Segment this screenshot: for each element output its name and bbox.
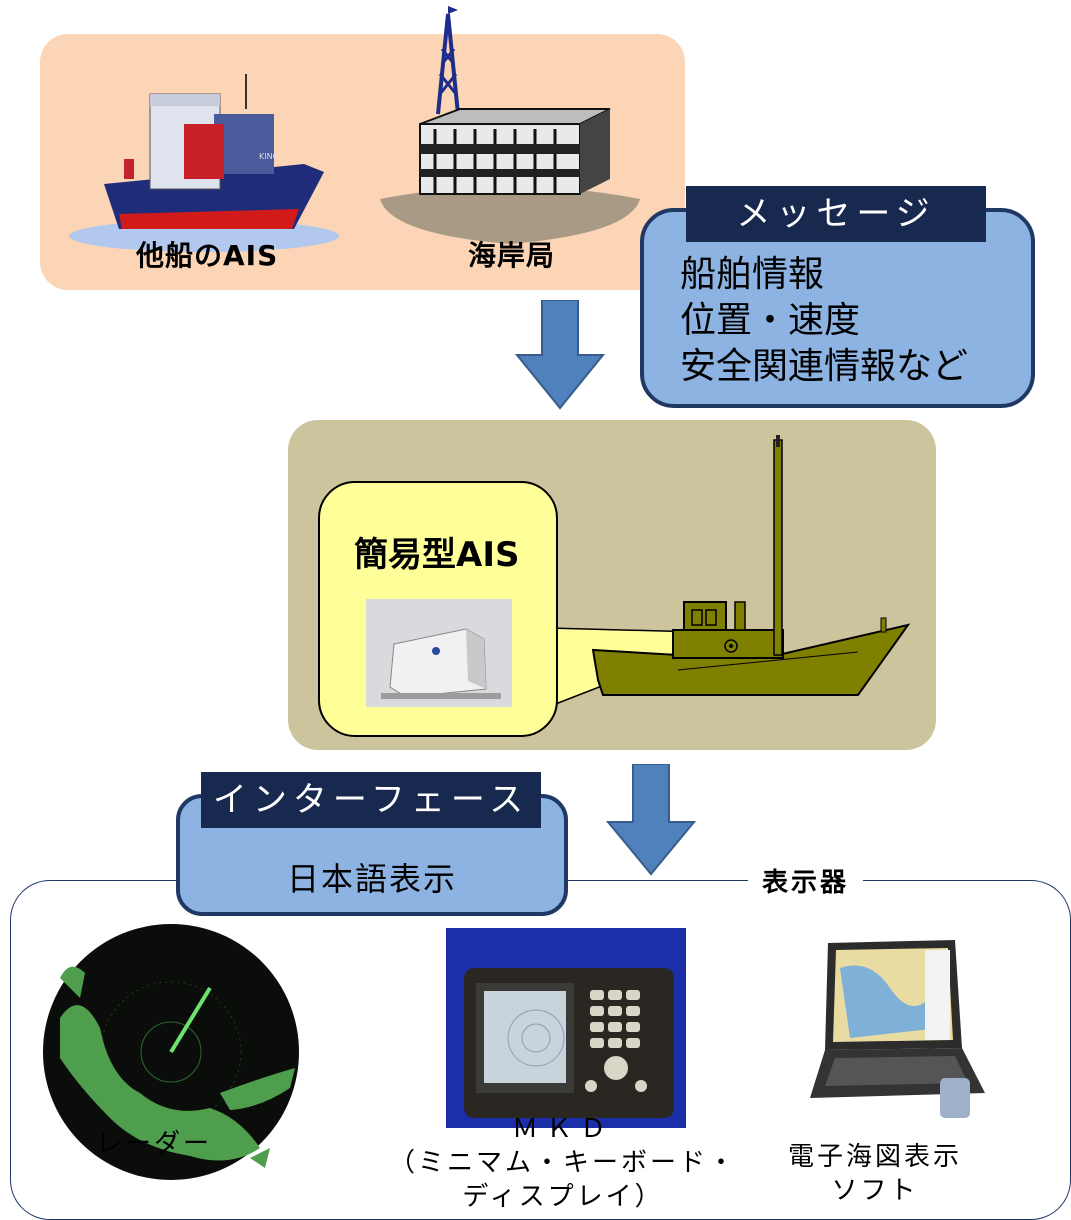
fishing-boat-illustration bbox=[547, 435, 911, 707]
mkd-label-line: （ミニマム・キーボード・ bbox=[388, 1148, 737, 1178]
mkd-device-image bbox=[446, 928, 686, 1128]
mkd-label-line: ディスプレイ） bbox=[462, 1182, 664, 1212]
ecs-label-line: 電子海図表示 bbox=[787, 1142, 962, 1172]
laptop-chart-software-image bbox=[790, 928, 990, 1128]
other-ship-ais-label: 他船のAIS bbox=[136, 239, 279, 272]
simple-ais-label: 簡易型AIS bbox=[354, 535, 520, 575]
down-arrow-icon bbox=[606, 764, 696, 876]
svg-text:KING: KING bbox=[259, 152, 279, 161]
simple-ais-callout: 簡易型AIS bbox=[318, 481, 558, 737]
japanese-display-label: 日本語表示 bbox=[286, 860, 457, 898]
coast-station-label: 海岸局 bbox=[468, 239, 556, 272]
coast-station-illustration bbox=[380, 6, 640, 244]
mkd-label: ＭＫＤ （ミニマム・キーボード・ ディスプレイ） bbox=[370, 1112, 756, 1214]
message-line: 船舶情報 bbox=[680, 254, 825, 295]
display-devices-label: 表示器 bbox=[748, 862, 864, 899]
radar-label: レーダー bbox=[96, 1129, 213, 1159]
message-line: 位置・速度 bbox=[680, 300, 861, 341]
interface-title: インターフェース bbox=[201, 772, 541, 828]
message-sources-panel: KING 他船のAIS 海岸局 bbox=[40, 6, 685, 290]
ais-device-photo bbox=[366, 599, 512, 707]
message-title: メッセージ bbox=[686, 186, 986, 242]
mkd-label-line: ＭＫＤ bbox=[511, 1114, 614, 1144]
ecs-label-line: ソフト bbox=[831, 1176, 919, 1206]
ecs-label: 電子海図表示 ソフト bbox=[760, 1140, 990, 1208]
down-arrow-icon bbox=[515, 300, 605, 410]
message-line: 安全関連情報など bbox=[680, 346, 969, 387]
radar-screen-image bbox=[40, 918, 302, 1188]
cargo-ship-illustration: KING bbox=[69, 74, 339, 252]
